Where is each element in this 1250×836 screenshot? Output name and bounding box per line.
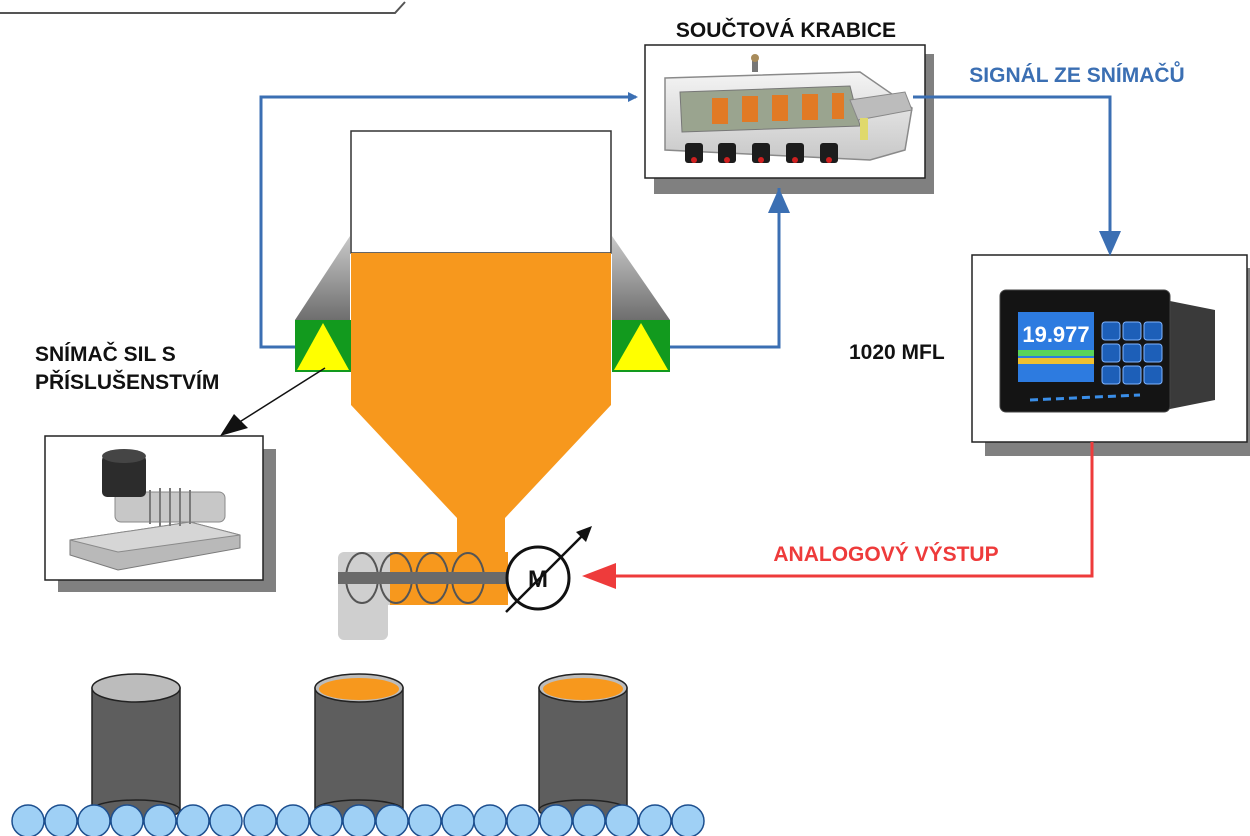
- summing-box-label: SOUČTOVÁ KRABICE: [676, 18, 896, 42]
- drum-2: [314, 673, 404, 821]
- roller-1-7: [209, 804, 243, 836]
- hopper-right-support: [612, 236, 670, 320]
- load-cell-block-right: [612, 320, 670, 372]
- hopper-material: [351, 253, 611, 605]
- roller-1-2: [44, 804, 78, 836]
- roller-2-1: [243, 804, 277, 836]
- roller-2-3: [309, 804, 343, 836]
- load-cell-block-left: [295, 320, 351, 372]
- roller-1-1: [11, 804, 45, 836]
- roller-3-7: [671, 804, 705, 836]
- motor-label: M: [528, 566, 548, 593]
- analog-output-arrowhead: [582, 563, 616, 589]
- analog-output-line: [615, 442, 1094, 578]
- load-cell-icon: [69, 449, 241, 571]
- load-cell-photo: [44, 435, 276, 592]
- roller-1-4: [110, 804, 144, 836]
- load-cell-label-line2: PŘÍSLUŠENSTVÍM: [35, 370, 219, 394]
- motor-icon: M: [505, 526, 592, 613]
- meter-photo: 19.977: [971, 254, 1250, 456]
- roller-2-6: [408, 804, 442, 836]
- roller-1-5: [143, 804, 177, 836]
- roller-3-3: [539, 804, 573, 836]
- hopper: [295, 130, 670, 605]
- right-cell-to-box-line: [670, 188, 781, 349]
- meter-display-value: 19.977: [1022, 322, 1089, 347]
- frame-line: [0, 1, 406, 14]
- load-cell-label-line1: SNÍMAČ SIL S: [35, 342, 176, 366]
- hopper-empty-space: [350, 130, 612, 254]
- roller-1-3: [77, 804, 111, 836]
- roller-3-4: [572, 804, 606, 836]
- roller-2-2: [276, 804, 310, 836]
- box-to-meter-arrowhead: [1099, 231, 1121, 256]
- junction-box-icon: [664, 54, 913, 163]
- roller-2-7: [441, 804, 475, 836]
- panel-meter-icon: 19.977: [999, 289, 1215, 413]
- roller-1-6: [176, 804, 210, 836]
- signal-label: SIGNÁL ZE SNÍMAČŮ: [969, 61, 1184, 87]
- meter-label: 1020 MFL: [849, 341, 945, 364]
- left-cell-to-box-line: [259, 92, 638, 349]
- roller-2-5: [375, 804, 409, 836]
- load-cell-pointer-arrowhead: [220, 414, 248, 436]
- conveyor-shaft: [338, 572, 510, 584]
- summing-box-photo: [644, 44, 934, 194]
- right-cell-arrowhead: [768, 188, 790, 213]
- roller-3-1: [473, 804, 507, 836]
- drum-3: [538, 673, 628, 821]
- roller-3-5: [605, 804, 639, 836]
- roller-conveyor: [11, 804, 705, 836]
- roller-2-4: [342, 804, 376, 836]
- analog-output-label: ANALOGOVÝ VÝSTUP: [773, 542, 998, 566]
- box-to-meter-line: [913, 95, 1112, 238]
- drum-1: [91, 673, 181, 821]
- roller-3-2: [506, 804, 540, 836]
- screw-conveyor: [338, 552, 510, 640]
- load-cell-pointer-line: [229, 367, 326, 429]
- hopper-left-support: [295, 236, 350, 320]
- roller-3-6: [638, 804, 672, 836]
